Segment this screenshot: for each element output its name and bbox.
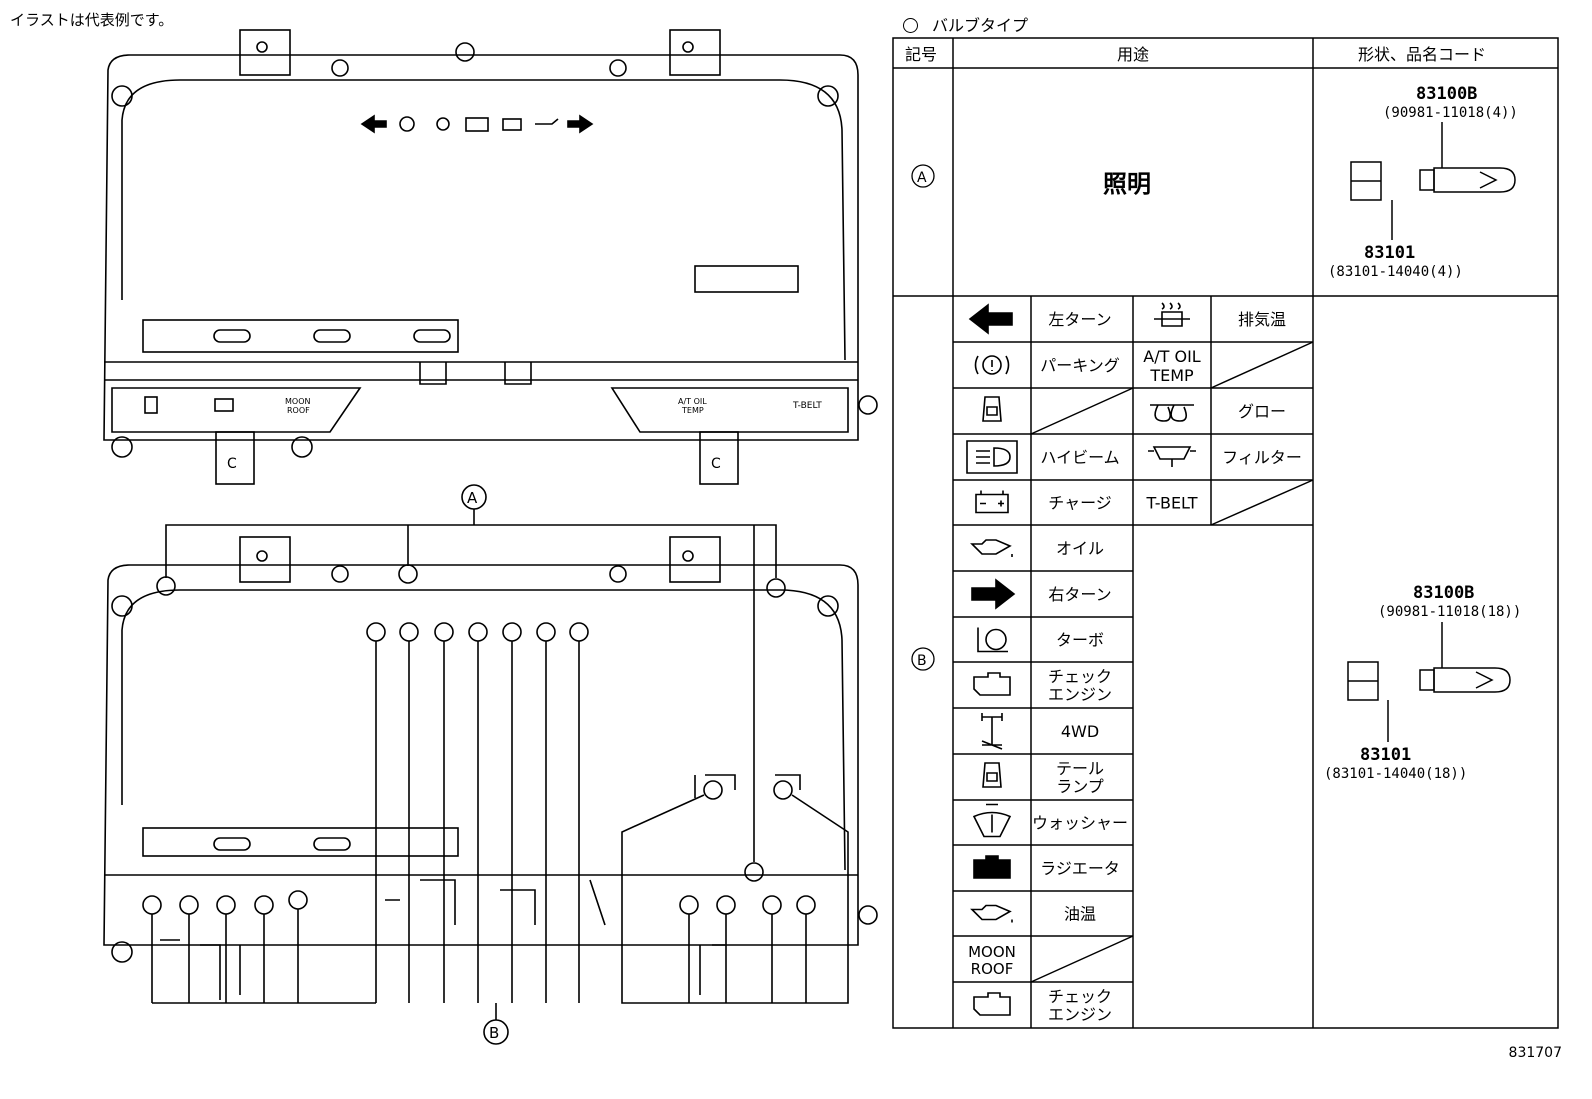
left-item-label-line2: エンジン — [1048, 685, 1112, 704]
left-item-label: 油温 — [1064, 905, 1096, 924]
t-belt-icon-text: T-BELT — [1145, 494, 1197, 513]
marker-a: A — [467, 489, 478, 507]
header-symbol: 記号 — [905, 45, 937, 64]
turbo-icon — [977, 627, 1008, 653]
left-item-label-line1: テール — [1056, 759, 1104, 778]
row-b-bulb-drawing — [1347, 622, 1511, 742]
right-item-label: グロー — [1238, 402, 1286, 421]
row-a-bulb-part: 83100B — [1416, 84, 1477, 104]
moon-roof-icon-line1: MOON — [968, 943, 1016, 961]
check-engine-icon — [973, 992, 1011, 1016]
svg-text:C: C — [227, 456, 237, 472]
left-item-label: ターボ — [1056, 631, 1104, 650]
cluster-diagram: C C MOON ROOF A/T OIL TEMP T-BELT A — [103, 29, 878, 1045]
left-item-label: ハイビーム — [1040, 448, 1119, 467]
left-item-label: チャージ — [1048, 494, 1112, 513]
left-item-label-line1: チェック — [1048, 987, 1112, 1006]
cluster-top: C C MOON ROOF A/T OIL TEMP T-BELT — [103, 29, 878, 485]
row-a-usage: 照明 — [1103, 170, 1151, 198]
drawing-number: 831707 — [1508, 1045, 1562, 1061]
row-a-socket-sub: (83101-14040(4)) — [1328, 264, 1463, 280]
marker-b: B — [489, 1024, 499, 1042]
oil-temp-icon — [970, 904, 1013, 923]
right-item-label: 排気温 — [1238, 310, 1286, 329]
at-oil-temp-icon-line1: A/T OIL — [1143, 347, 1201, 366]
row-a-symbol: A — [917, 170, 927, 186]
left-item-label-line2: ランプ — [1056, 777, 1104, 796]
bulb-type-title: バルブタイプ — [903, 12, 1028, 36]
left-item-label: ラジエータ — [1040, 859, 1120, 878]
left-item-label: 左ターン — [1048, 310, 1111, 329]
row-b-socket-part: 83101 — [1360, 745, 1411, 765]
check-engine-icon — [973, 672, 1011, 696]
at-oil-temp-icon-line2: TEMP — [1149, 366, 1194, 385]
left-item-label: 4WD — [1061, 722, 1099, 741]
left-item-label: ウォッシャー — [1032, 814, 1128, 833]
right-item-label: フィルター — [1222, 448, 1302, 467]
header-code: 形状、品名コード — [1358, 45, 1486, 64]
row-a-socket-part: 83101 — [1364, 243, 1415, 263]
row-a-bulb-sub: (90981-11018(4)) — [1383, 105, 1518, 121]
left-item-label-line1: チェック — [1048, 667, 1112, 686]
parking-brake-icon — [974, 355, 1010, 375]
exhaust-temp-icon — [1154, 302, 1190, 327]
row-b-bulb-part: 83100B — [1413, 583, 1474, 603]
right-turn-arrow-icon — [971, 578, 1016, 610]
glow-icon — [1150, 404, 1194, 422]
moon-roof-icon-line2: ROOF — [971, 960, 1014, 978]
left-item-label: 右ターン — [1048, 585, 1111, 604]
left-turn-arrow-icon — [968, 303, 1013, 335]
svg-text:ROOF: ROOF — [287, 406, 310, 415]
left-item-label: オイル — [1056, 539, 1104, 558]
tail-lamp-icon — [982, 762, 1002, 788]
svg-text:T-BELT: T-BELT — [792, 401, 822, 411]
svg-text:MOON: MOON — [285, 397, 310, 406]
radiator-icon — [973, 855, 1011, 879]
svg-text:A/T OIL: A/T OIL — [678, 397, 707, 406]
svg-text:TEMP: TEMP — [681, 406, 704, 415]
filter-icon — [1148, 446, 1196, 467]
row-b-bulb-sub: (90981-11018(18)) — [1378, 604, 1521, 620]
left-item-label: パーキング — [1040, 356, 1120, 375]
header-usage: 用途 — [1117, 45, 1149, 64]
4wd-icon — [981, 713, 1003, 750]
seatbelt-icon — [982, 396, 1002, 422]
row-b-socket-sub: (83101-14040(18)) — [1324, 766, 1467, 782]
washer-icon — [972, 803, 1012, 838]
oil-can-icon — [970, 539, 1013, 557]
illustration-note: イラストは代表例です。 — [10, 11, 174, 29]
row-b-symbol: B — [917, 653, 927, 669]
left-item-label-line2: エンジン — [1048, 1005, 1112, 1024]
battery-icon — [975, 490, 1009, 514]
high-beam-icon — [966, 440, 1018, 474]
svg-text:C: C — [711, 456, 721, 472]
row-a-bulb-drawing — [1350, 122, 1516, 240]
cluster-bottom — [103, 536, 878, 1004]
